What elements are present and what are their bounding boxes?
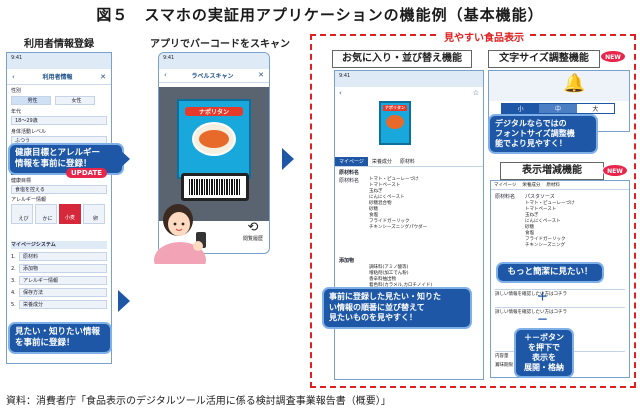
back-icon[interactable]: ‹	[12, 72, 15, 81]
source-note: 資料：消費者庁「食品表示のデジタルツール活用に係る検討調査事業報告書（概要）」	[6, 396, 391, 407]
history-button[interactable]: ⟲ 閲覧履歴	[242, 220, 263, 243]
product-detail-phone: 9:41 ‹ ☆ ナポリタン マイページ 栄養成分 原材料 原材料名 原材料名 …	[334, 70, 484, 380]
tab-nutrition[interactable]: 栄養成分	[522, 183, 541, 188]
history-icon: ⟲	[247, 220, 259, 235]
status-bar: 9:41	[159, 53, 269, 69]
see-more-link-2[interactable]: 詳しい情報を確認したい方はコチラ	[495, 307, 625, 315]
mypage-item-5[interactable]: 栄養成分	[19, 300, 107, 309]
status-bar: 9:41	[335, 71, 483, 87]
callout-plus-minus: ＋－ボタン を押下で 表示を 展開・格納	[514, 328, 574, 378]
registration-phone: 9:41 ‹ 利用者情報 ✕ 性別 男性 女性 年代 18～29歳 身体活動レベ…	[6, 52, 112, 364]
mypage-header: マイページシステム	[11, 241, 107, 249]
allergen-crab[interactable]: かに	[35, 204, 57, 224]
ingredients-label: 原材料名	[339, 178, 360, 184]
field-label-age: 年代	[11, 109, 22, 115]
person-with-phone-icon	[154, 204, 206, 264]
tab-mypage[interactable]: マイページ	[494, 183, 517, 188]
ingredients-heading: 原材料名	[339, 170, 360, 176]
allergen-egg[interactable]: 卵	[83, 204, 105, 224]
status-bar: 9:41	[7, 53, 111, 69]
callout-favorite-sort: 事前に登録した見たい・知りた い情報の順番に並び替えて 見たいものを見やすく！	[322, 287, 472, 329]
bell-icon[interactable]: 🔔	[563, 73, 586, 94]
arrow-right-icon	[118, 290, 130, 312]
row-expiry: 賞味期限	[495, 363, 513, 368]
age-select[interactable]: 18～29歳	[11, 116, 107, 125]
phone-header-title: 利用者情報	[42, 74, 73, 81]
section-toggle-display: 表示増減機能	[500, 162, 604, 180]
section-font-size: 文字サイズ調整機能	[488, 50, 600, 68]
history-label: 閲覧履歴	[242, 236, 263, 242]
toggle-col-label: パスタソース	[525, 194, 555, 200]
additives-heading: 添加物	[339, 258, 355, 264]
tab-ingredients[interactable]: 原材料	[546, 183, 560, 188]
section-favorite-sort: お気に入り・並び替え機能	[332, 50, 472, 68]
scan-header-title: ラベルスキャン	[191, 73, 234, 80]
profile-form: 性別 男性 女性 年代 18～29歳 身体活動レベル ふつう	[7, 85, 111, 147]
gender-male-option[interactable]: 男性	[11, 96, 51, 105]
mypage-item-1[interactable]: 原材料	[19, 252, 107, 261]
font-size-selector: 小 中 大	[501, 103, 615, 114]
field-label-allergy: アレルギー情報	[11, 197, 47, 203]
new-badge-font: NEW	[600, 50, 626, 63]
close-icon[interactable]: ✕	[258, 71, 264, 79]
product-name-label: ナポリタン	[185, 107, 243, 116]
minus-icon[interactable]: －	[537, 313, 548, 326]
row-content-amount: 内容量	[495, 354, 509, 359]
plus-icon[interactable]: ＋	[537, 290, 548, 303]
field-label-gender: 性別	[11, 88, 22, 94]
mypage-item-4[interactable]: 保存方法	[19, 288, 107, 297]
mypage-item-2[interactable]: 添加物	[19, 264, 107, 273]
mypage-section: マイページシステム 1.原材料 2.添加物 3.アレルギー情報 4.保存方法 5…	[7, 239, 111, 311]
arrow-right-icon	[282, 148, 294, 170]
gender-female-option[interactable]: 女性	[55, 96, 95, 105]
font-size-small[interactable]: 小	[502, 104, 540, 113]
barcode-frame	[181, 173, 249, 201]
back-icon[interactable]: ‹	[164, 71, 167, 79]
allergen-shrimp[interactable]: えび	[11, 204, 33, 224]
see-more-link-1[interactable]: 詳しい情報を確認したい方はコチラ	[495, 289, 625, 297]
callout-mypage: 見たい・知りたい情報 を事前に登録！	[8, 322, 112, 354]
close-icon[interactable]: ✕	[100, 72, 106, 81]
font-size-large[interactable]: 大	[576, 104, 614, 113]
tab-mypage[interactable]: マイページ	[335, 157, 368, 166]
arrow-right-icon	[118, 148, 130, 170]
phone-header: ‹ 利用者情報 ✕	[7, 69, 111, 85]
field-label-activity: 身体活動レベル	[11, 129, 47, 135]
tab-nutrition[interactable]: 栄養成分	[371, 159, 392, 165]
back-icon[interactable]: ‹	[339, 89, 342, 97]
detail-tabs: マイページ 栄養成分 原材料	[335, 157, 483, 167]
tab-ingredients[interactable]: 原材料	[399, 159, 415, 165]
figure-title: 図５ スマホの実証用アプリケーションの機能例（基本機能）	[96, 6, 544, 24]
panel3-header: 見やすい食品表示	[440, 29, 528, 44]
health-goal-select[interactable]: 食塩を控える	[11, 185, 107, 194]
product-thumbnail: ナポリタン	[379, 101, 411, 145]
star-icon[interactable]: ☆	[472, 89, 479, 97]
toggle-ingredients-label: 原材料名	[495, 194, 516, 200]
callout-font-size: デジタルならではの フォントサイズ調整機 能でより見やすく！	[488, 114, 598, 154]
field-label-goal: 健康目標	[11, 178, 32, 184]
update-badge: UPDATE	[66, 168, 108, 178]
font-size-medium[interactable]: 中	[539, 104, 577, 113]
panel1-caption: 利用者情報登録	[24, 39, 94, 50]
product-package-image: ナポリタン	[177, 99, 251, 179]
callout-more-concise: もっと簡潔に見たい！	[496, 262, 604, 283]
ingredients-list: トマト・ピューレーづけトマトペースト玉ねぎにんにくペースト砂糖混合物砂糖食塩フラ…	[369, 177, 428, 230]
mypage-item-3[interactable]: アレルギー情報	[19, 276, 107, 285]
ingredients-block: 原材料名 原材料名 トマト・ピューレーづけトマトペースト玉ねぎにんにくペースト砂…	[339, 169, 479, 231]
barcode-icon	[189, 179, 241, 195]
product-thumb-label: ナポリタン	[383, 105, 407, 111]
allergen-wheat-selected[interactable]: 小麦	[59, 204, 81, 224]
toggle-ingredients-list: トマト・ピューレーづけトマトペースト玉ねぎにんにくペースト砂糖食塩フライドガーリ…	[525, 201, 575, 248]
pasta-plate-icon	[192, 122, 236, 156]
new-badge-toggle: NEW	[602, 164, 628, 177]
panel2-caption: アプリでバーコードをスキャン	[150, 39, 290, 50]
